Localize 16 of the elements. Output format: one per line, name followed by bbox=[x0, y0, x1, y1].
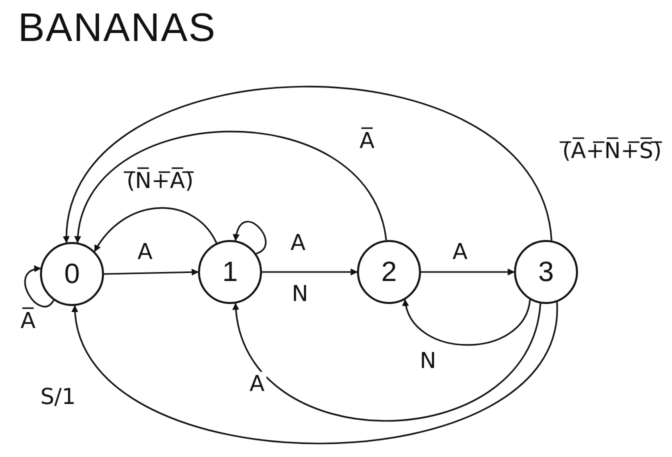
transition-arrow bbox=[24, 266, 54, 308]
transition-arrow bbox=[421, 268, 515, 276]
state-circle: 1 bbox=[198, 240, 262, 304]
transition-arrow bbox=[75, 130, 387, 244]
transition-arrow bbox=[262, 268, 358, 276]
transition-arrow bbox=[233, 221, 266, 254]
state-circle: 0 bbox=[40, 242, 104, 306]
transition-arrow bbox=[104, 268, 199, 276]
transition-arrow bbox=[72, 302, 558, 444]
transition-arrow bbox=[94, 207, 218, 252]
transition-arrow bbox=[403, 299, 531, 346]
title: BANANAS bbox=[18, 6, 216, 51]
transition-arrow bbox=[233, 302, 542, 422]
state-circle: 3 bbox=[514, 240, 578, 304]
transition-arrow bbox=[64, 86, 552, 244]
state-circle: 2 bbox=[357, 240, 421, 304]
